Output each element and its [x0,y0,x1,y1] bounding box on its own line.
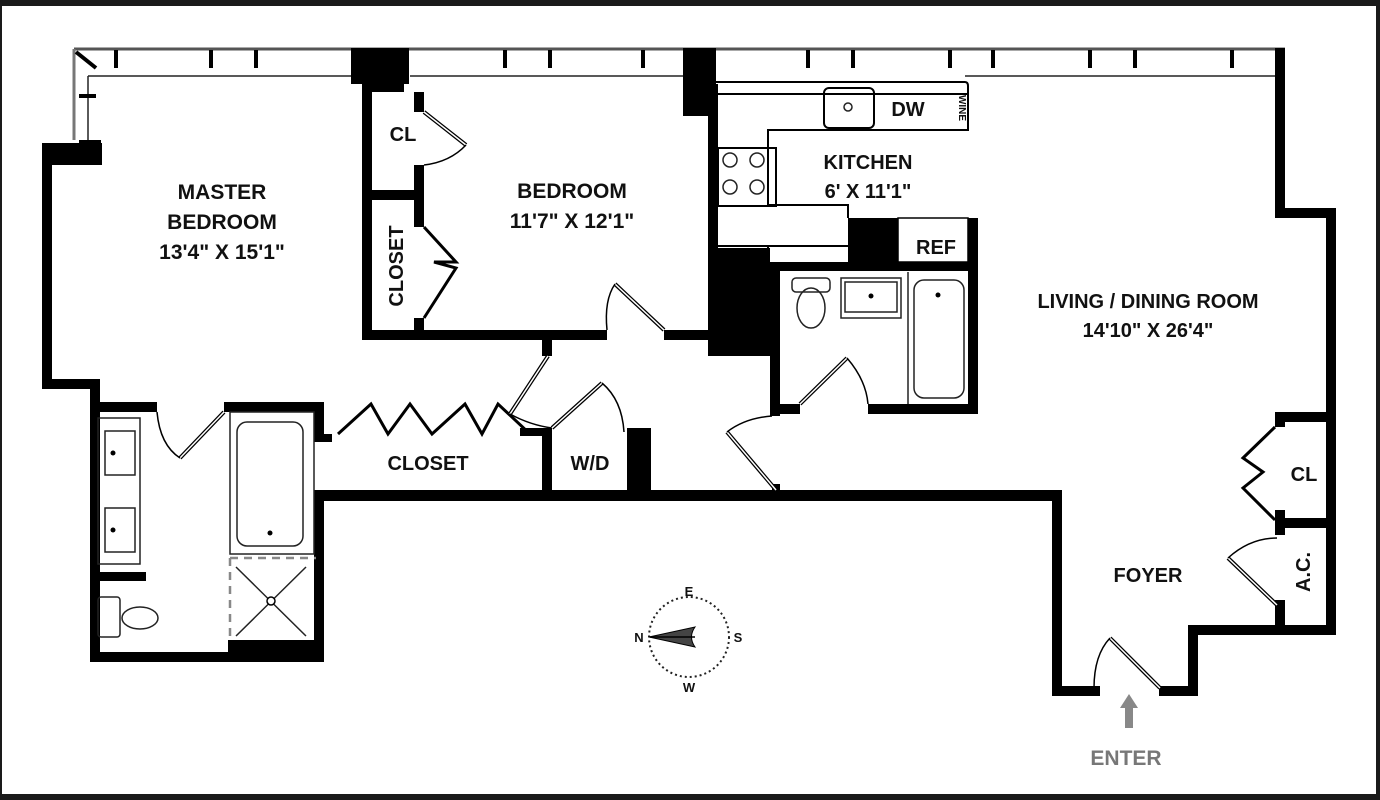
structural-columns [42,48,898,496]
bedroom-closet-label: CLOSET [386,225,408,306]
kitchen-dimensions: 6' X 11'1" [825,181,912,203]
hall-bath-fixtures [791,272,965,404]
master-bedroom-name-2: BEDROOM [167,211,277,234]
floor-plan: E N S W ENTER MASTER BEDROOM 13'4" X 15'… [42,47,1336,770]
foyer-cl-label: CL [1291,464,1318,486]
floor-plan-canvas: E N S W ENTER MASTER BEDROOM 13'4" X 15'… [2,6,1376,794]
stove-icon [717,147,777,207]
bathtub-icon [913,279,965,399]
wine-label: WINE [956,95,967,121]
kitchen-name: KITCHEN [824,152,913,174]
toilet-tank-icon [97,596,121,638]
toilet-icon [121,606,159,630]
living-dining-dimensions: 14'10" X 26'4" [1083,320,1214,342]
window-wall [72,47,1285,140]
ac-label: A.C. [1293,552,1315,592]
washer-dryer-label: W/D [571,453,610,475]
sink-icon [844,281,898,313]
doors [156,110,1279,690]
bedroom-name: BEDROOM [517,180,627,203]
master-bedroom-dimensions: 13'4" X 15'1" [159,241,285,264]
vanity-sink-icon [104,507,136,553]
foyer-name: FOYER [1114,565,1183,587]
compass-n: N [634,630,643,645]
dishwasher-label: DW [891,99,924,121]
toilet-tank-icon [791,277,831,293]
interior-walls [90,84,1336,658]
hall-closet-label: CLOSET [387,453,468,475]
kitchen-sink-icon [823,87,875,129]
bedroom-dimensions: 11'7" X 12'1" [510,210,635,233]
compass-s: S [734,630,743,645]
compass-rose [648,596,730,678]
master-bedroom-name-1: MASTER [178,181,267,204]
vanity-sink-icon [104,430,136,476]
living-dining-name: LIVING / DINING ROOM [1037,291,1258,313]
refrigerator-icon [897,217,969,263]
enter-label: ENTER [1090,747,1161,770]
bedroom-cl-label: CL [390,124,417,146]
toilet-icon [796,287,826,329]
kitchen-fixtures [716,81,969,263]
compass-e: E [685,584,694,599]
master-bath-fixtures [97,411,316,640]
bathtub-icon [236,421,304,547]
refrigerator-label: REF [916,237,956,259]
enter-arrow-icon [1120,694,1138,728]
compass-w: W [683,680,696,695]
